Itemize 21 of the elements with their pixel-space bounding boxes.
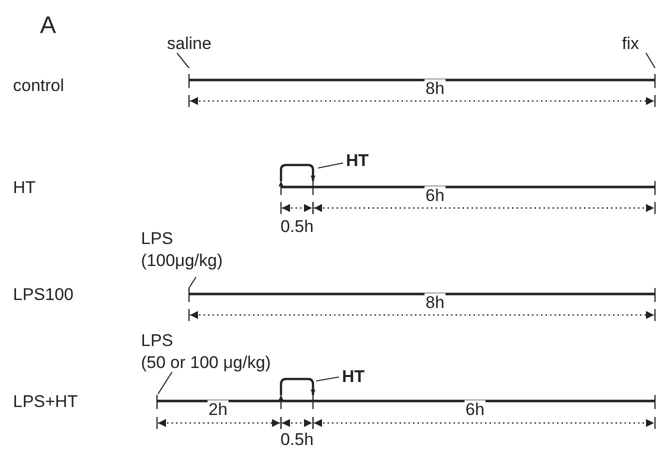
annotation-text: LPS: [141, 228, 174, 250]
leader-line: [176, 52, 190, 68]
annotation-text: LPS: [141, 330, 174, 352]
leader-line: [316, 376, 340, 382]
leader-line: [188, 276, 196, 288]
bracket-arrow: [278, 164, 316, 186]
annotation-text: (100μg/kg): [141, 250, 223, 272]
bracket-arrow: [278, 378, 316, 400]
row-label: HT: [13, 178, 36, 198]
annotation-text: saline: [167, 33, 212, 55]
annotation-text: (50 or 100 μg/kg): [141, 352, 271, 374]
row-label: LPS100: [13, 285, 74, 305]
annotation-text: HT: [342, 366, 365, 388]
row-label: LPS+HT: [13, 392, 78, 412]
row-label: control: [13, 76, 64, 96]
annotation-text: HT: [346, 150, 369, 172]
leader-line: [158, 372, 172, 394]
leader-line: [646, 52, 656, 68]
panel-letter: A: [40, 12, 56, 40]
annotation-text: fix: [622, 33, 639, 55]
leader-line: [318, 162, 344, 169]
